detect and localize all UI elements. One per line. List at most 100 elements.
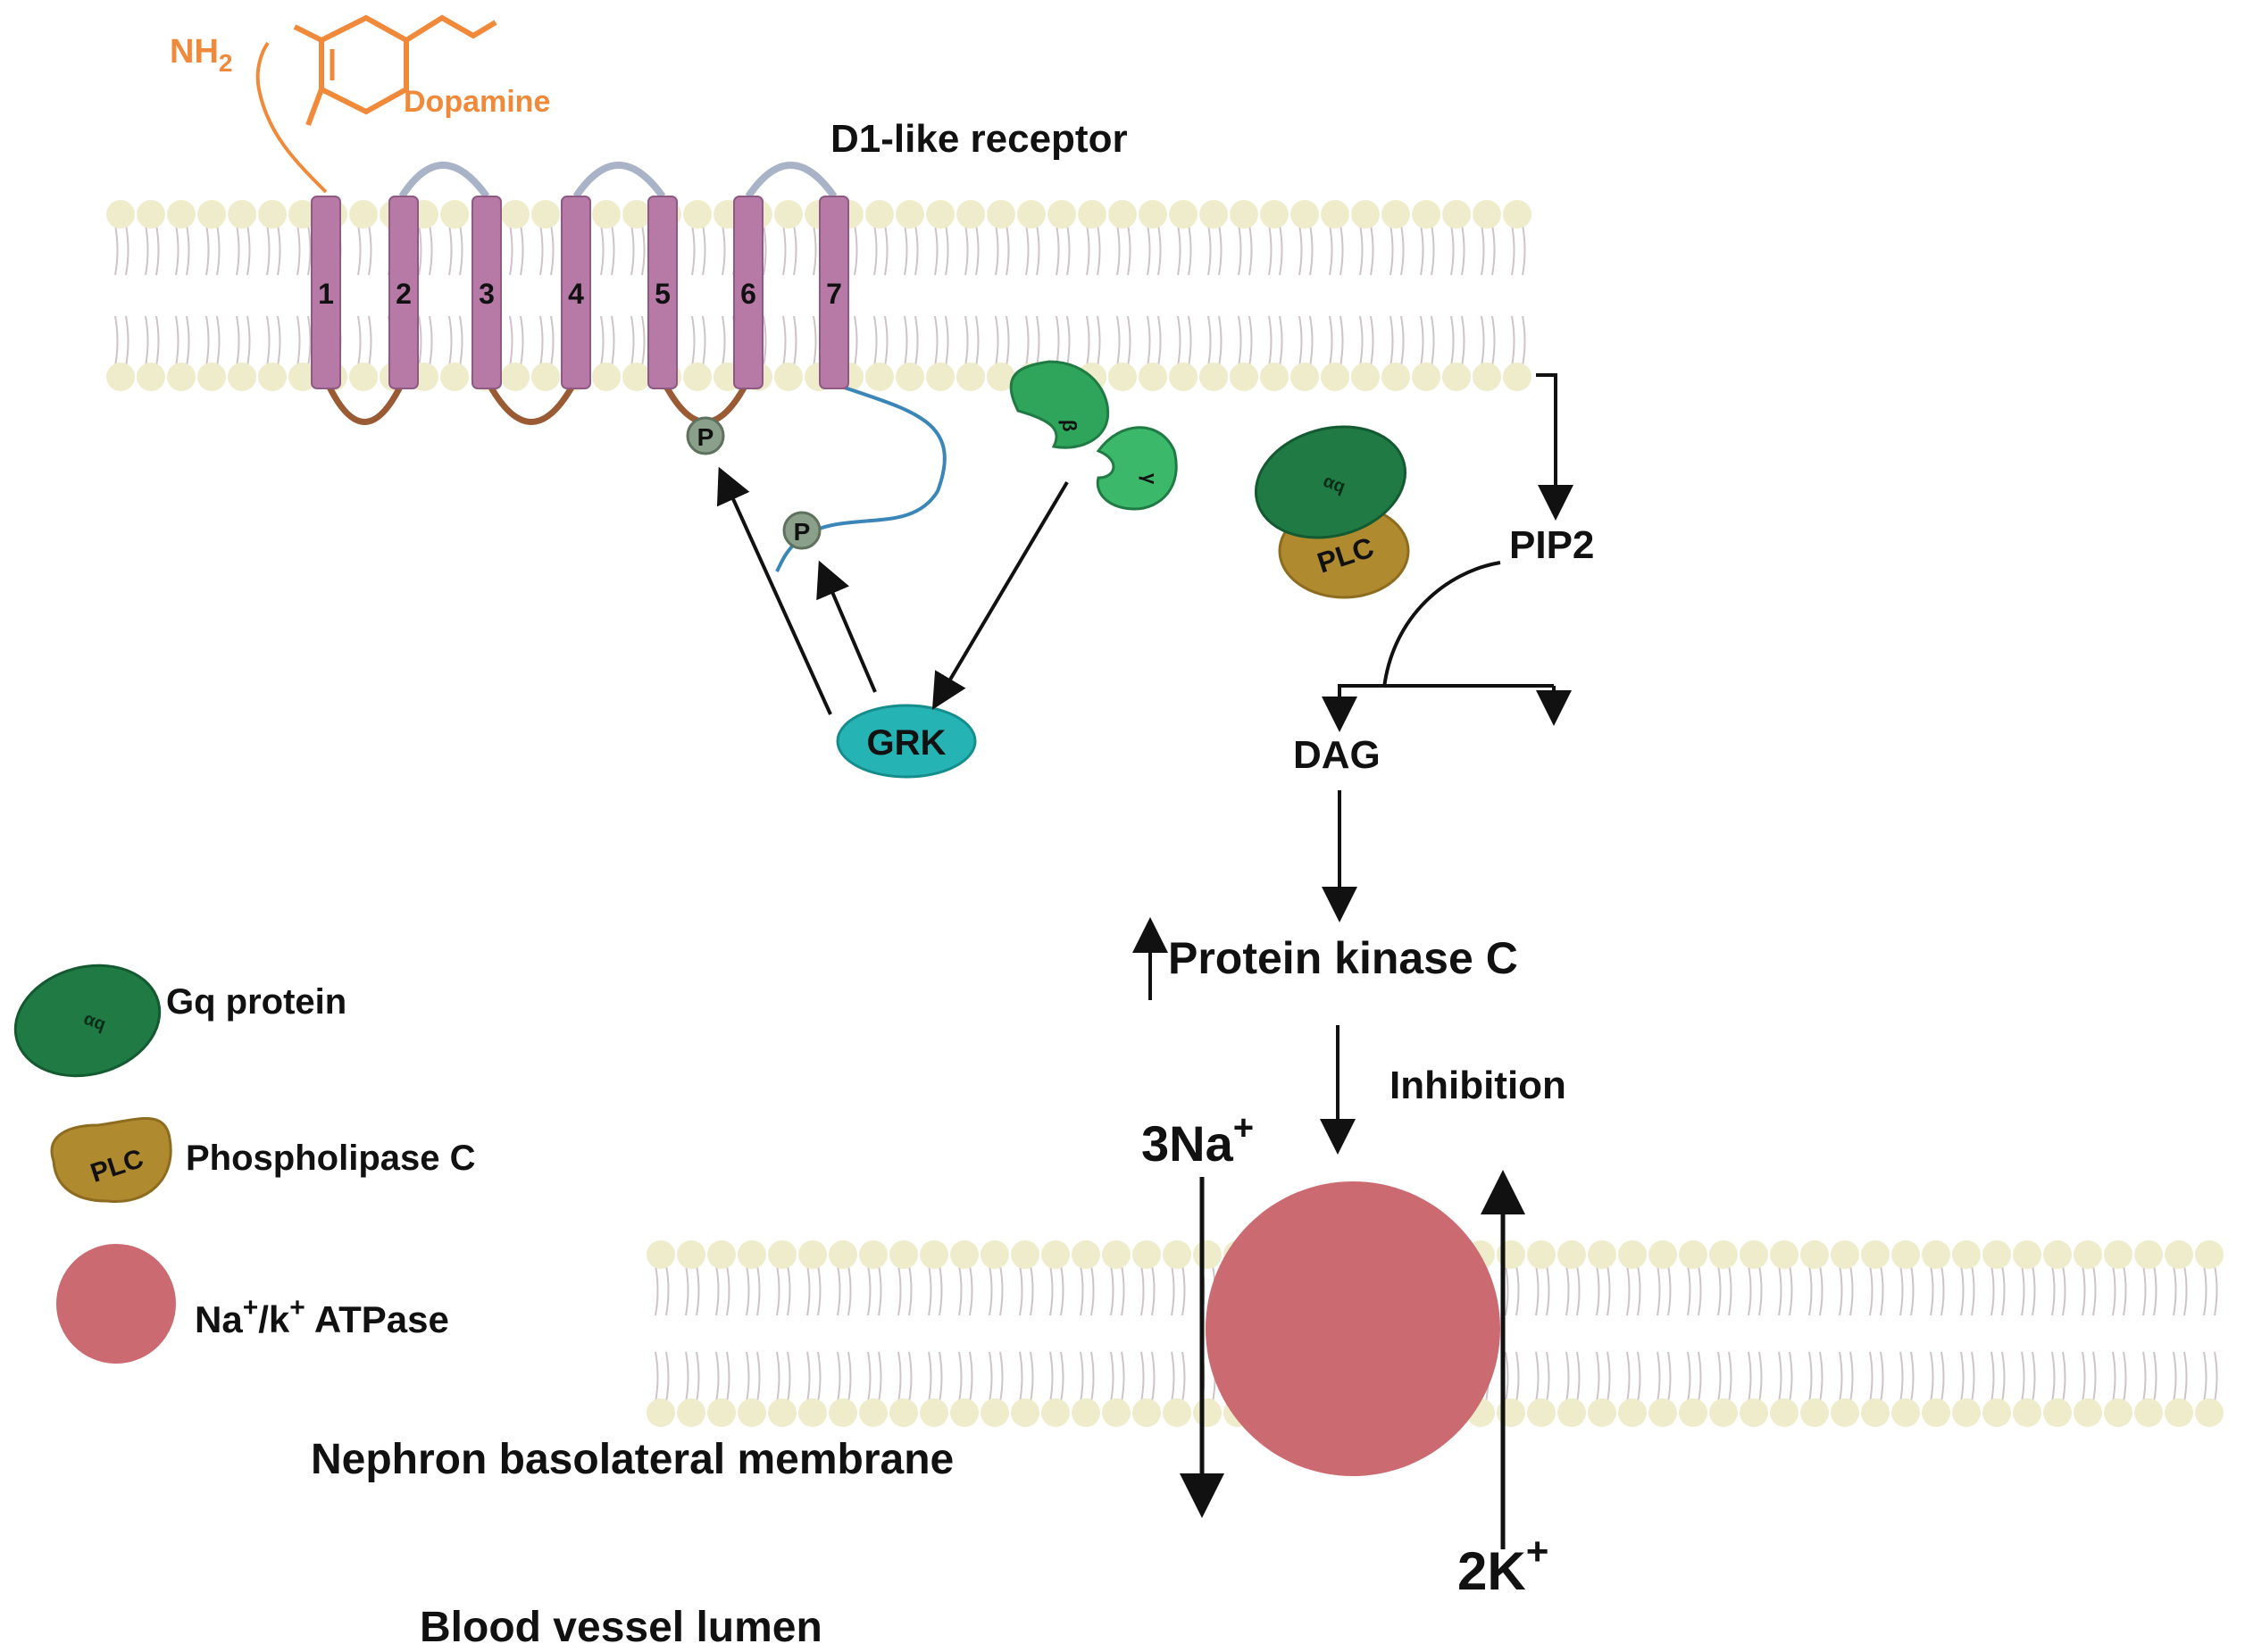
helix-number-5: 5 bbox=[655, 278, 671, 310]
lipid-tail bbox=[1147, 315, 1151, 367]
lipid-tail bbox=[368, 224, 372, 276]
lipid-tail bbox=[186, 224, 190, 276]
lipid-tail bbox=[1080, 1351, 1084, 1403]
lipid-tail bbox=[1049, 1264, 1054, 1316]
lipid-tail bbox=[756, 1351, 761, 1403]
lipid-head bbox=[228, 363, 256, 391]
lipid-tail bbox=[665, 1351, 670, 1403]
lipid-tail bbox=[958, 1351, 963, 1403]
lipid-tail bbox=[873, 315, 878, 367]
arrow-grk-to-tail-p bbox=[816, 560, 877, 693]
lipid-head bbox=[1740, 1398, 1768, 1427]
lipid-tail bbox=[307, 224, 312, 276]
lipid-tail bbox=[655, 1264, 659, 1316]
dopamine-molecule: NH2 Dopamine bbox=[170, 14, 550, 127]
lipid-head bbox=[774, 363, 803, 391]
lipid-tail bbox=[1036, 224, 1040, 276]
lipid-tail bbox=[884, 315, 889, 367]
lipid-tail bbox=[904, 224, 908, 276]
lipid-tail bbox=[1899, 1351, 1904, 1403]
lipid-head bbox=[2104, 1398, 2132, 1427]
lipid-tail bbox=[145, 224, 149, 276]
lipid-tail bbox=[1461, 315, 1465, 367]
lipid-tail bbox=[1819, 1351, 1824, 1403]
lipid-head bbox=[137, 363, 165, 391]
lipid-head bbox=[1078, 200, 1106, 229]
lipid-head bbox=[531, 363, 560, 391]
lipid-tail bbox=[175, 224, 179, 276]
potassium-label: 2K+ bbox=[1457, 1530, 1548, 1601]
lipid-head bbox=[1503, 200, 1531, 229]
lipid-tail bbox=[1758, 1264, 1763, 1316]
legend-gq-icon: αq bbox=[13, 964, 162, 1078]
lipid-tail bbox=[793, 315, 797, 367]
lipid-tail bbox=[691, 224, 696, 276]
svg-text:β: β bbox=[1058, 420, 1081, 431]
lipid-tail bbox=[550, 315, 555, 367]
lipid-head bbox=[1139, 363, 1167, 391]
transmembrane-helix-7 bbox=[819, 196, 849, 389]
lipid-tail bbox=[1420, 315, 1424, 367]
lipid-tail bbox=[1789, 1351, 1793, 1403]
lipid-tail bbox=[975, 315, 980, 367]
lipid-head bbox=[1011, 1240, 1039, 1269]
lipid-head bbox=[349, 363, 378, 391]
lipid-tail bbox=[1808, 1264, 1813, 1316]
lipid-tail bbox=[114, 224, 119, 276]
lipid-tail bbox=[2142, 1351, 2147, 1403]
arrow-to-dag bbox=[1322, 684, 1554, 732]
transmembrane-helix-1 bbox=[311, 196, 341, 389]
lipid-head bbox=[1740, 1240, 1768, 1269]
lipid-tail bbox=[1849, 1351, 1854, 1403]
lipid-tail bbox=[448, 315, 453, 367]
lipid-tail bbox=[1748, 1351, 1752, 1403]
lipid-tail bbox=[1036, 315, 1040, 367]
lipid-head bbox=[1199, 363, 1228, 391]
lipid-tail bbox=[1056, 315, 1060, 367]
lipid-tail bbox=[1110, 1351, 1114, 1403]
lipid-tail bbox=[125, 315, 129, 367]
lipid-tail bbox=[746, 1264, 750, 1316]
lipid-tail bbox=[1450, 315, 1455, 367]
lipid-tail bbox=[509, 224, 513, 276]
lipid-head bbox=[683, 363, 712, 391]
lipid-tail bbox=[2183, 1264, 2188, 1316]
lipid-tail bbox=[2123, 1351, 2127, 1403]
lipid-head bbox=[647, 1398, 675, 1427]
lipid-tail bbox=[1060, 1264, 1064, 1316]
lipid-tail bbox=[756, 1264, 761, 1316]
lipid-tail bbox=[776, 1351, 780, 1403]
lipid-tail bbox=[368, 315, 372, 367]
lipid-tail bbox=[1279, 224, 1283, 276]
lipid-tail bbox=[236, 224, 240, 276]
lipid-tail bbox=[611, 224, 615, 276]
lipid-tail bbox=[685, 1264, 689, 1316]
lipid-tail bbox=[429, 224, 433, 276]
lipid-tail bbox=[685, 1351, 689, 1403]
lipid-head bbox=[288, 363, 317, 391]
lipid-tail bbox=[782, 224, 787, 276]
svg-text:γ: γ bbox=[1139, 473, 1161, 485]
lipid-tail bbox=[1839, 1351, 1843, 1403]
transmembrane-helix-6 bbox=[733, 196, 764, 389]
lipid-head bbox=[889, 1240, 918, 1269]
lipid-tail bbox=[817, 1264, 822, 1316]
lipid-tail bbox=[1171, 1351, 1175, 1403]
lipid-tail bbox=[1329, 315, 1333, 367]
lipid-head bbox=[2074, 1398, 2102, 1427]
lipid-tail bbox=[1535, 1351, 1540, 1403]
lipid-tail bbox=[897, 1351, 902, 1403]
lipid-tail bbox=[1116, 315, 1121, 367]
lipid-tail bbox=[1097, 315, 1101, 367]
lipid-head bbox=[1412, 200, 1440, 229]
lipid-head bbox=[889, 1398, 918, 1427]
lipid-head bbox=[1041, 1240, 1070, 1269]
lipid-tail bbox=[1491, 315, 1496, 367]
lipid-tail bbox=[995, 224, 999, 276]
lipid-head bbox=[2104, 1240, 2132, 1269]
lipid-tail bbox=[1390, 315, 1394, 367]
lipid-tail bbox=[357, 315, 362, 367]
lipid-tail bbox=[945, 315, 949, 367]
lipid-head bbox=[1290, 200, 1319, 229]
lipid-head bbox=[1588, 1240, 1616, 1269]
